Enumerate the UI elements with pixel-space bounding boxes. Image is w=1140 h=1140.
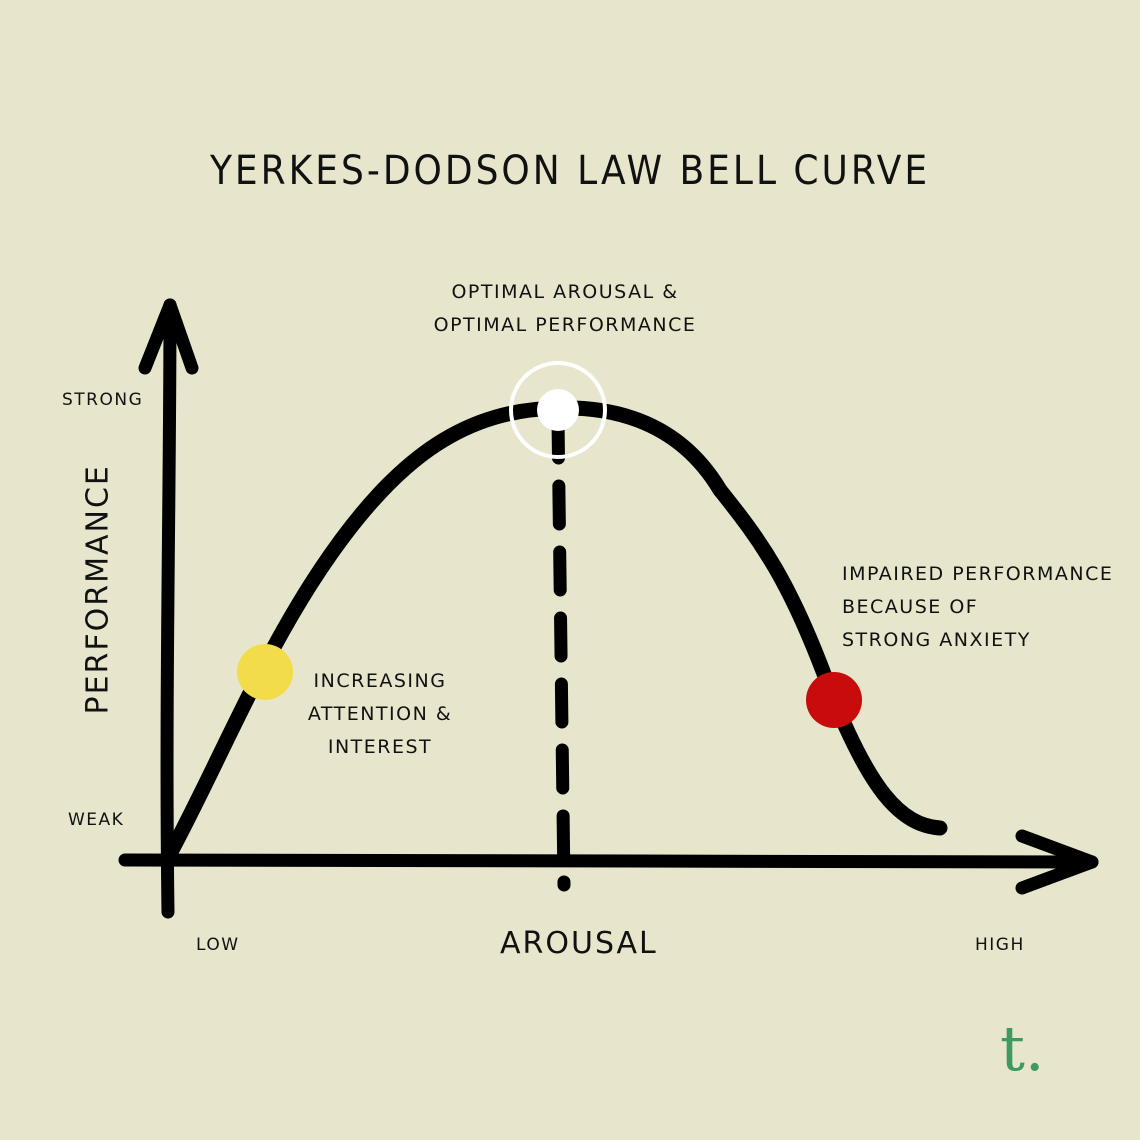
y-axis: [160, 298, 177, 919]
peak-annotation-line: Optimal arousal &: [451, 281, 679, 303]
rising-annotation-line: Increasing: [313, 670, 447, 692]
falling-annotation: Impaired performance because of strong a…: [842, 558, 1113, 657]
y-axis-label: Performance: [80, 464, 116, 715]
falling-annotation-line: strong anxiety: [842, 629, 1031, 651]
rising-annotation: Increasing attention & interest: [300, 665, 460, 764]
y-axis-arrowhead: [138, 298, 199, 375]
peak-annotation: Optimal arousal & optimal performance: [420, 276, 710, 342]
x-axis-arrowhead: [1015, 829, 1099, 895]
falling-marker: [806, 672, 862, 728]
optimal-dashed-line: [551, 413, 571, 892]
falling-annotation-line: because of: [842, 596, 979, 618]
falling-annotation-line: Impaired performance: [842, 563, 1114, 585]
rising-annotation-line: attention &: [307, 703, 453, 725]
brand-logo: t.: [1000, 1012, 1045, 1085]
peak-marker: [537, 389, 579, 431]
x-axis: [118, 853, 1099, 869]
diagram-title: Yerkes-Dodson Law Bell Curve: [209, 148, 931, 194]
x-axis-right-label: High: [975, 935, 1025, 955]
peak-annotation-line: optimal performance: [433, 314, 697, 336]
x-axis-left-label: Low: [196, 935, 240, 955]
y-axis-top-label: Strong: [62, 390, 144, 410]
peak-marker-ring: [509, 361, 607, 459]
y-axis-bottom-label: Weak: [68, 810, 125, 830]
rising-marker: [237, 644, 293, 700]
x-axis-label: Arousal: [500, 926, 658, 961]
rising-annotation-line: interest: [327, 736, 433, 758]
